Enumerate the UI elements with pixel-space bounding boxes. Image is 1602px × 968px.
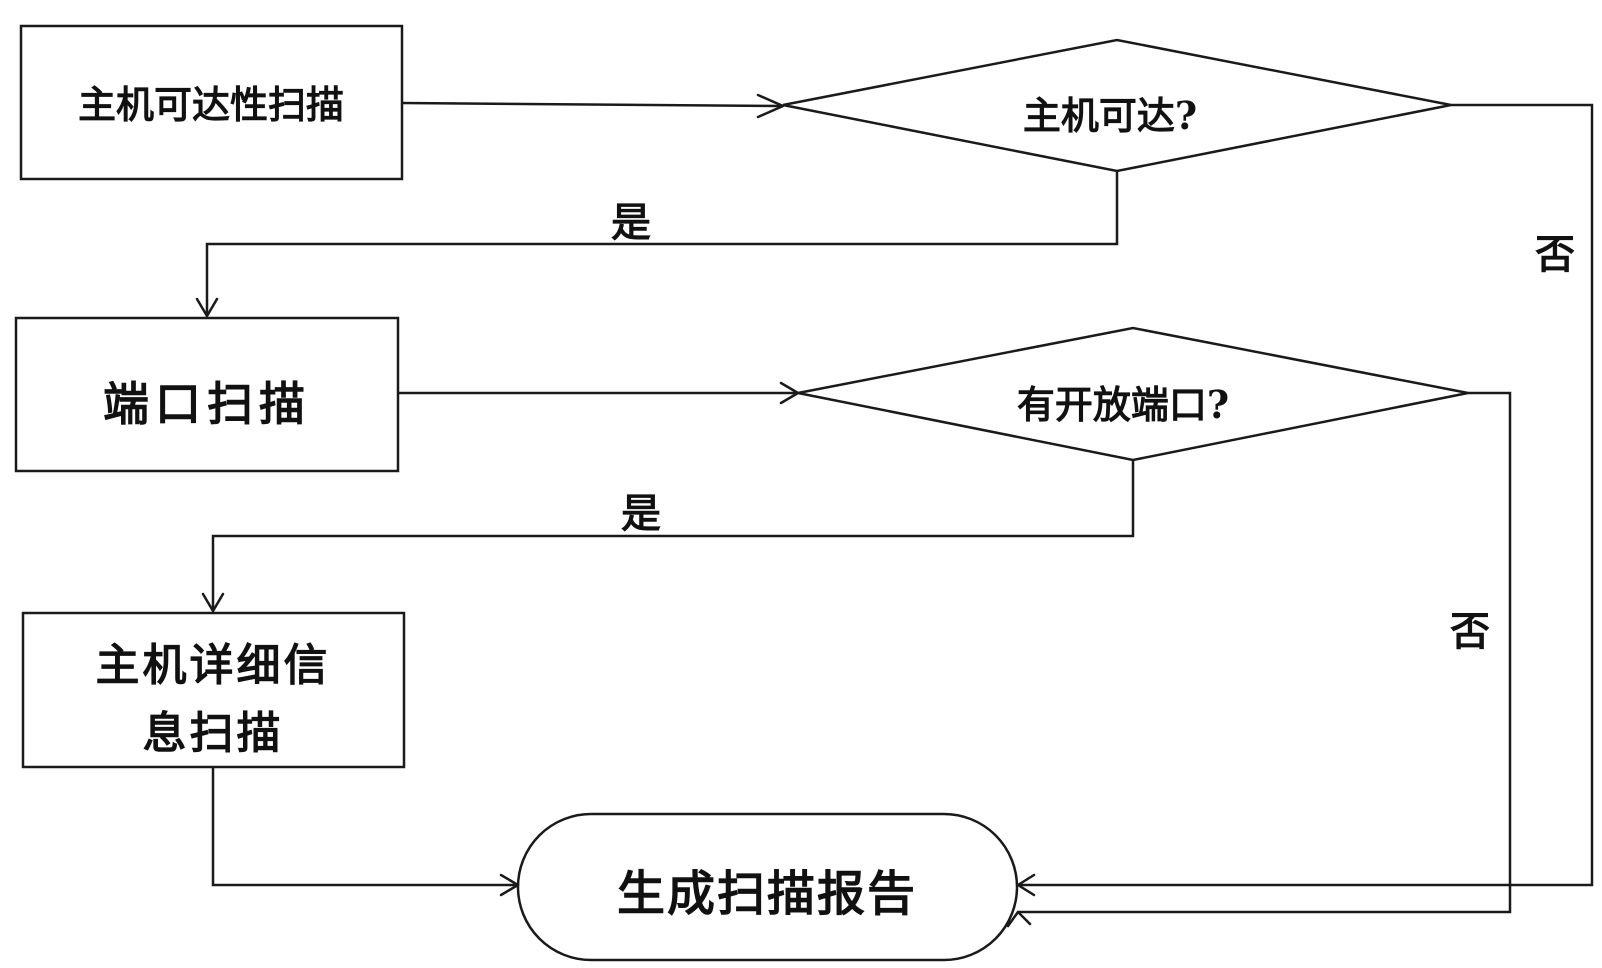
no-label-2: 否 — [1450, 608, 1490, 655]
yes-label-2: 是 — [621, 490, 661, 537]
host-reachable-label: 主机可达? — [1023, 93, 1197, 138]
edge-open-no — [1018, 391, 1512, 914]
edge-reachable-yes — [205, 171, 1119, 316]
host-reachability-scan-label: 主机可达性扫描 — [78, 82, 344, 127]
yes-label-1: 是 — [611, 199, 651, 246]
arrowhead-open-port — [779, 381, 800, 405]
host-detail-scan-label-line1: 主机详细信 — [96, 640, 331, 691]
arrowhead-reachable — [756, 93, 785, 119]
host-reachability-scan-box — [19, 24, 404, 181]
has-open-port-label: 有开放端口? — [1017, 382, 1229, 427]
port-scan-box — [14, 316, 400, 473]
edge-reachable-no — [1018, 103, 1594, 887]
host-detail-scan-box — [21, 611, 406, 769]
edge-open-yes — [211, 460, 1135, 611]
arrowhead-host-detail — [201, 592, 225, 613]
no-label-1: 否 — [1535, 231, 1575, 278]
arrowhead-report-3 — [499, 873, 520, 897]
generate-report-label: 生成扫描报告 — [617, 866, 917, 922]
edge-scan-to-reachable — [401, 101, 784, 108]
host-detail-scan-label-line2: 息扫描 — [143, 708, 284, 759]
arrowhead-report-1 — [1016, 873, 1036, 897]
edge-detail-to-report — [211, 767, 518, 887]
arrowhead-port-scan — [195, 297, 219, 318]
arrowhead-report-2 — [1006, 910, 1032, 928]
generate-report-terminal — [516, 812, 1019, 962]
port-scan-label: 端口扫描 — [103, 377, 311, 431]
